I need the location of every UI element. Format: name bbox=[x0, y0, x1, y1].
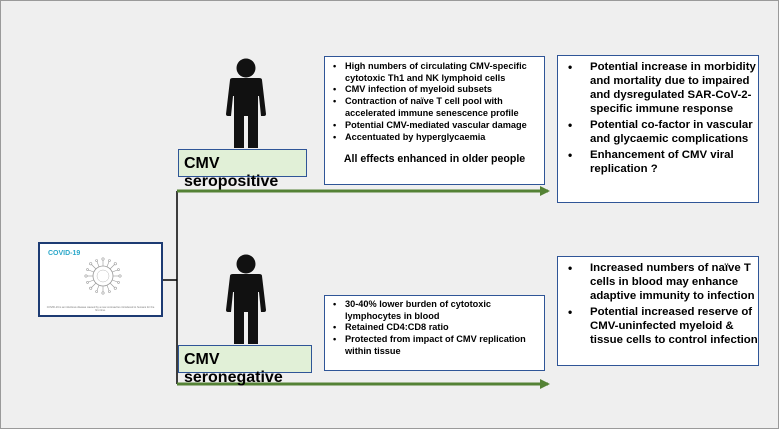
seropositive-effects-box: High numbers of circulating CMV-specific… bbox=[324, 56, 545, 185]
list-item: 30-40% lower burden of cytotoxic lymphoc… bbox=[333, 299, 544, 322]
seronegative-outcomes-list: Increased numbers of naïve T cells in bl… bbox=[558, 261, 758, 347]
seronegative-effects-list: 30-40% lower burden of cytotoxic lymphoc… bbox=[325, 299, 544, 357]
older-people-note: All effects enhanced in older people bbox=[343, 153, 526, 166]
list-item: Retained CD4:CD8 ratio bbox=[333, 322, 544, 334]
cmv-seropositive-label: CMV seropositive bbox=[178, 149, 307, 190]
seronegative-effects-box: 30-40% lower burden of cytotoxic lymphoc… bbox=[324, 295, 545, 371]
list-item: Potential co-factor in vascular and glyc… bbox=[568, 118, 758, 146]
list-item: Contraction of naïve T cell pool with ac… bbox=[333, 96, 544, 119]
list-item: CMV infection of myeloid subsets bbox=[333, 84, 544, 96]
seropositive-effects-list: High numbers of circulating CMV-specific… bbox=[325, 61, 544, 143]
seronegative-outcomes-box: Increased numbers of naïve T cells in bl… bbox=[557, 256, 759, 366]
list-item: Potential increase in morbidity and mort… bbox=[568, 60, 758, 116]
person-icon bbox=[226, 58, 266, 148]
list-item: Protected from impact of CMV replication… bbox=[333, 334, 544, 357]
coronavirus-icon bbox=[84, 257, 122, 295]
list-item: Potential increased reserve of CMV-uninf… bbox=[568, 305, 758, 347]
person-icon bbox=[226, 254, 266, 344]
list-item: Increased numbers of naïve T cells in bl… bbox=[568, 261, 758, 303]
cmv-seronegative-label: CMV seronegative bbox=[178, 345, 312, 386]
seropositive-outcomes-list: Potential increase in morbidity and mort… bbox=[558, 60, 758, 176]
covid-card-caption: COVID-19 is an infectious disease caused… bbox=[46, 305, 155, 312]
list-item: Potential CMV-mediated vascular damage bbox=[333, 120, 544, 132]
list-item: Accentuated by hyperglycaemia bbox=[333, 132, 544, 144]
list-item: Enhancement of CMV viral replication ? bbox=[568, 148, 758, 176]
covid-card-title: COVID-19 bbox=[48, 250, 81, 257]
list-item: High numbers of circulating CMV-specific… bbox=[333, 61, 544, 84]
seropositive-outcomes-box: Potential increase in morbidity and mort… bbox=[557, 55, 759, 203]
covid-19-card: COVID-19 COVID-19 is an infectious disea… bbox=[38, 242, 163, 317]
